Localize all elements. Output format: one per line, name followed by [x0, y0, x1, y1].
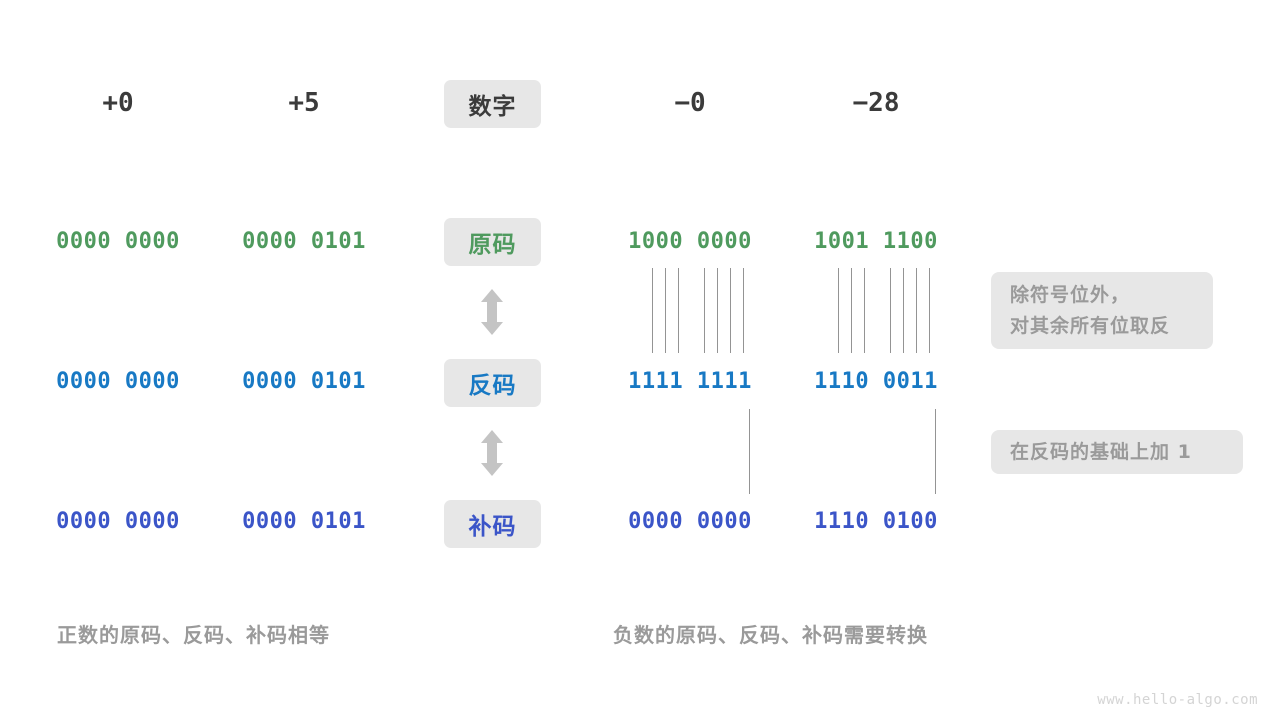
double-arrow-vertical-icon	[479, 430, 505, 476]
connector-line	[916, 268, 917, 353]
sign-magnitude-plus-zero-bits: 0000 0000	[56, 229, 180, 254]
connector-line	[890, 268, 891, 353]
connector-line	[717, 268, 718, 353]
row-label-sign-magnitude: 原码	[444, 218, 541, 266]
ones-complement-plus-five-bits: 0000 0101	[242, 369, 366, 394]
add-one-note: 在反码的基础上加 1	[991, 430, 1243, 474]
row-label-number: 数字	[444, 80, 541, 128]
watermark: www.hello-algo.com	[1097, 692, 1258, 708]
row-label-twos-complement: 补码	[444, 500, 541, 548]
connector-line	[864, 268, 865, 353]
sign-magnitude-plus-five-bits: 0000 0101	[242, 229, 366, 254]
twos-complement-plus-five-bits: 0000 0101	[242, 509, 366, 534]
header-value-plus-zero: +0	[102, 88, 134, 118]
invert-note-line-2: 对其余所有位取反	[1010, 314, 1171, 337]
invert-note: 除符号位外， 对其余所有位取反	[991, 272, 1213, 349]
twos-complement-plus-zero-bits: 0000 0000	[56, 509, 180, 534]
caption-negative: 负数的原码、反码、补码需要转换	[613, 623, 928, 647]
connector-line	[749, 409, 750, 494]
header-value-minus-zero: −0	[674, 88, 706, 118]
connector-line	[704, 268, 705, 353]
double-arrow-vertical-icon	[479, 289, 505, 335]
caption-positive: 正数的原码、反码、补码相等	[57, 623, 330, 647]
ones-complement-minus-twentyeight-bits: 1110 0011	[814, 369, 938, 394]
ones-complement-minus-zero-bits: 1111 1111	[628, 369, 752, 394]
sign-magnitude-minus-zero-bits: 1000 0000	[628, 229, 752, 254]
connector-line	[652, 268, 653, 353]
invert-note-line-1: 除符号位外，	[1010, 283, 1131, 306]
twos-complement-minus-twentyeight-bits: 1110 0100	[814, 509, 938, 534]
sign-magnitude-minus-twentyeight-bits: 1001 1100	[814, 229, 938, 254]
connector-line	[851, 268, 852, 353]
ones-complement-plus-zero-bits: 0000 0000	[56, 369, 180, 394]
add-one-note-line-1: 在反码的基础上加 1	[1010, 440, 1192, 463]
connector-line	[743, 268, 744, 353]
connector-line	[935, 409, 936, 494]
connector-line	[730, 268, 731, 353]
connector-line	[903, 268, 904, 353]
header-value-minus-twentyeight: −28	[852, 88, 900, 118]
row-label-ones-complement: 反码	[444, 359, 541, 407]
twos-complement-minus-zero-bits: 0000 0000	[628, 509, 752, 534]
connector-line	[678, 268, 679, 353]
connector-line	[838, 268, 839, 353]
connector-line	[665, 268, 666, 353]
connector-line	[929, 268, 930, 353]
header-value-plus-five: +5	[288, 88, 320, 118]
